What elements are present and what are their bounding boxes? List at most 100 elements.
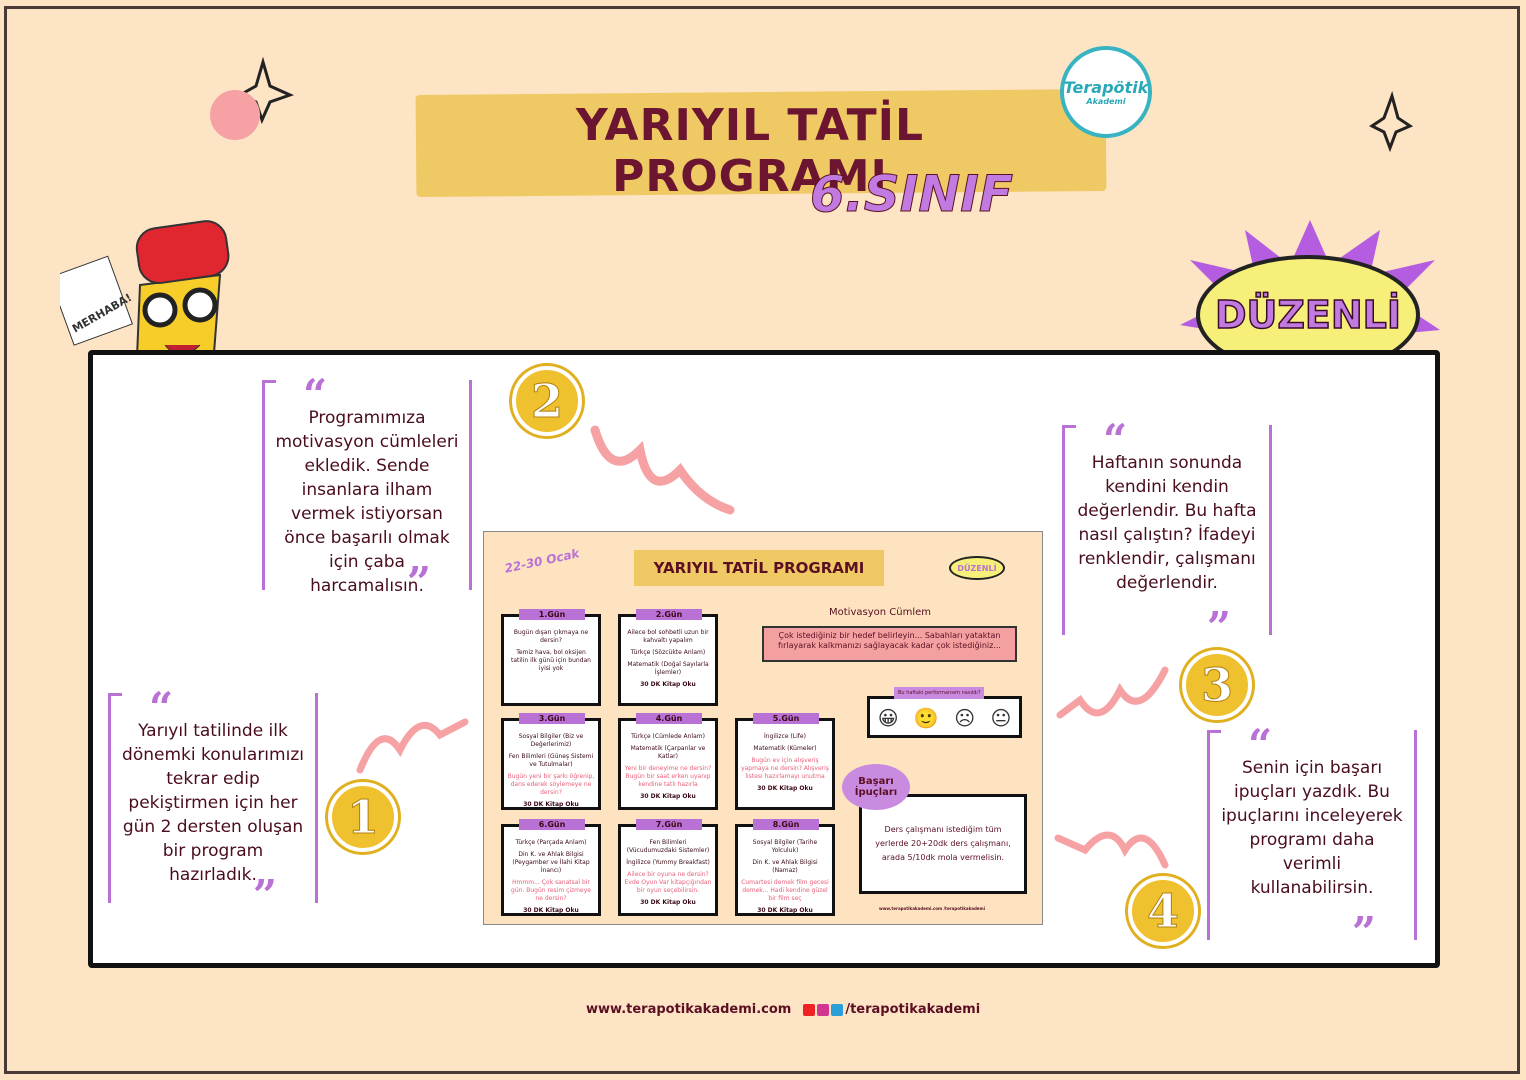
day-label: 1.Gün (519, 609, 585, 620)
website-link[interactable]: www.terapotikakademi.com (586, 1002, 792, 1017)
callout-text: Senin için başarı ipuçları yazdık. Bu ip… (1221, 758, 1403, 898)
day-label: 5.Gün (753, 713, 819, 724)
preview-footer: www.terapotikakademi.com /terapotikakade… (879, 906, 986, 911)
day-reading: 30 DK Kitap Oku (640, 899, 696, 906)
performance-label: Bu haftaki performansım nasıldı? (894, 687, 985, 699)
callout-2: “ Programımıza motivasyon cümleleri ekle… (262, 370, 472, 604)
arrow-icon (356, 718, 469, 774)
day-label: 4.Gün (636, 713, 702, 724)
face-sad-icon[interactable]: ☹ (954, 706, 976, 730)
arrow-icon (1056, 666, 1169, 719)
day-activity: Yeni bir deneyime ne dersin? Bugün bir s… (624, 765, 712, 788)
quote-open-icon: “ (1103, 415, 1128, 464)
quote-close-icon: ” (406, 558, 431, 607)
callout-4: “ Senin için başarı ipuçları yazdık. Bu … (1207, 720, 1417, 954)
day-line: İngilizce (Life) (764, 733, 806, 740)
day-activity: Hmmm... Çok sanatsal bir gün. Bugün resi… (511, 879, 591, 902)
day-line: Türkçe (Parçada Anlam) (515, 839, 587, 846)
day-activity: Ailece bir oyuna ne dersin? Evde Oyun Va… (624, 871, 712, 894)
arrow-icon (590, 425, 735, 515)
quote-close-icon: ” (1351, 908, 1376, 957)
day-reading: 30 DK Kitap Oku (640, 681, 696, 688)
day-reading: 30 DK Kitap Oku (523, 907, 579, 914)
day-label: 2.Gün (636, 609, 702, 620)
callout-text: Haftanın sonunda kendini kendin değerlen… (1077, 453, 1257, 593)
day-label: 7.Gün (636, 819, 702, 830)
day-line: Ailece bol sohbetli uzun bir kahvaltı ya… (627, 629, 709, 644)
badge-text: DÜZENLİ (1215, 293, 1401, 337)
callout-text: Programımıza motivasyon cümleleri ekledi… (275, 408, 459, 596)
day-activity: Cumartesi demek film gecesi demek... Had… (741, 879, 829, 902)
day-line: Din K. ve Ahlak Bilgisi (Namaz) (752, 859, 818, 874)
callout-3: “ Haftanın sonunda kendini kendin değerl… (1062, 415, 1272, 649)
motivation-label: Motivasyon Cümlem (829, 607, 931, 618)
instagram-icon (817, 1003, 830, 1016)
day-line: Sosyal Bilgiler (Tarihe Yolculuk) (752, 839, 818, 854)
callout-1: “ Yarıyıl tatilinde ilk dönemki konuları… (108, 683, 318, 917)
day-activity: Bugün yeni bir şarkı öğrenip, dans edere… (507, 773, 595, 796)
day-line: Din K. ve Ahlak Bilgisi (Peygamber ve İl… (512, 851, 590, 874)
preview-title: YARIYIL TATİL PROGRAMI (634, 550, 884, 586)
step-number-2: 2 (512, 366, 582, 436)
day-line: Fen Bilimleri (Güneş Sistemi ve Tutulmal… (508, 753, 594, 768)
day-line: Fen Bilimleri (Vücudumuzdaki Sistemler) (626, 839, 710, 854)
day-label: 6.Gün (519, 819, 585, 830)
day-line: Bugün dışarı çıkmaya ne dersin? (513, 629, 589, 644)
telegram-icon (831, 1003, 844, 1016)
duzenli-burst-badge: DÜZENLİ (1180, 220, 1440, 390)
face-happy-icon[interactable]: 😀 (877, 706, 899, 730)
day-label: 3.Gün (519, 713, 585, 724)
day-line: İngilizce (Yummy Breakfast) (626, 859, 710, 866)
step-number-4: 4 (1128, 876, 1198, 946)
preview-badge: DÜZENLİ (949, 556, 1005, 580)
quote-open-icon: “ (303, 370, 328, 419)
day-reading: 30 DK Kitap Oku (640, 793, 696, 800)
callout-text: Yarıyıl tatilinde ilk dönemki konularımı… (122, 721, 304, 885)
cloud-icon (210, 90, 260, 140)
motivation-sentence: Çok istediğiniz bir hedef belirleyin... … (762, 626, 1017, 662)
day-label: 8.Gün (753, 819, 819, 830)
day-line: Türkçe (Cümlede Anlam) (631, 733, 705, 740)
social-handle[interactable]: /terapotikakademi (845, 1002, 981, 1017)
face-smile-icon[interactable]: 🙂 (913, 706, 939, 730)
day-line: Sosyal Bilgiler (Biz ve Değerlerimiz) (518, 733, 584, 748)
day-activity: Bugün ev için alışveriş yapmaya ne dersi… (741, 757, 829, 780)
day-line: Türkçe (Sözcükte Anlam) (630, 649, 706, 656)
grade-subtitle: 6.SINIF (809, 165, 1014, 224)
success-tip: Ders çalışmanı istediğim tüm yerlerde 20… (859, 794, 1027, 894)
face-neutral-icon[interactable]: 😐 (990, 706, 1012, 730)
day-line: Temiz hava, bol oksijen tatilin ilk günü… (511, 649, 591, 672)
quote-close-icon: ” (1206, 603, 1231, 652)
quote-close-icon: ” (252, 871, 277, 920)
day-line: Matematik (Doğal Sayılarla İşlemler) (627, 661, 709, 676)
arrow-icon (1054, 831, 1169, 869)
day-line: Matematik (Çarpanlar ve Katlar) (630, 745, 706, 760)
day-reading: 30 DK Kitap Oku (757, 907, 813, 914)
quote-open-icon: “ (149, 683, 174, 732)
sparkle-icon (1369, 91, 1414, 153)
footer: www.terapotikakademi.com /terapotikakade… (586, 1002, 980, 1017)
page-title: YARIYIL TATİL PROGRAMI (575, 100, 925, 202)
quote-open-icon: “ (1248, 720, 1273, 769)
step-number-3: 3 (1182, 650, 1252, 720)
youtube-icon (803, 1003, 816, 1016)
performance-rating: Bu haftaki performansım nasıldı? 😀 🙂 ☹ 😐 (867, 687, 1022, 738)
tips-label: Başarı İpuçları (842, 764, 910, 810)
day-line: Matematik (Kümeler) (753, 745, 817, 752)
page-frame (4, 6, 1520, 1074)
step-number-1: 1 (328, 782, 398, 852)
day-reading: 30 DK Kitap Oku (757, 785, 813, 792)
day-reading: 30 DK Kitap Oku (523, 801, 579, 808)
preview-date: 22-30 Ocak (503, 546, 581, 576)
